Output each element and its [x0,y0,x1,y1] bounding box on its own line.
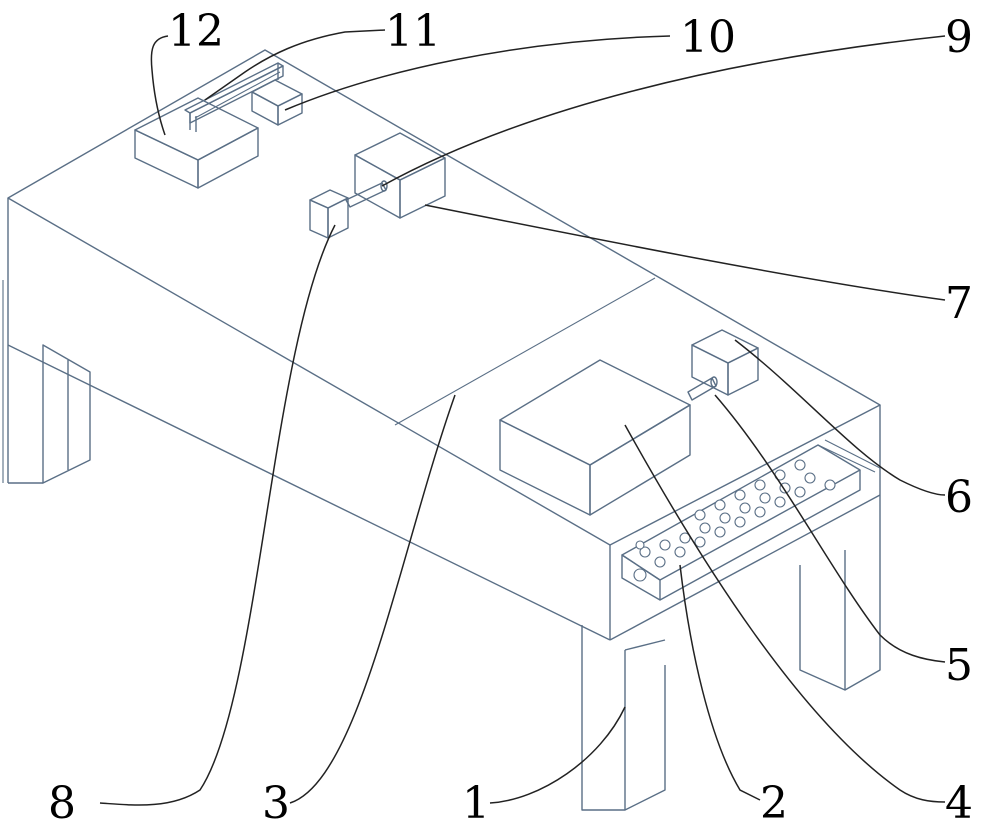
label-12: 12 [168,6,224,57]
workbench [2,49,881,641]
label-4: 4 [945,778,973,829]
table-legs [8,344,881,811]
leader-lines [99,29,946,806]
connector-rod [345,180,388,208]
label-1: 1 [462,778,490,829]
base-block [134,97,259,189]
perforated-tray [621,439,881,601]
motor-box [691,329,759,396]
label-6: 6 [945,472,973,523]
large-box [499,359,691,516]
label-2: 2 [760,778,788,829]
label-11: 11 [385,6,441,57]
label-3: 3 [262,778,290,829]
mid-box [354,132,446,219]
shaft [687,376,718,401]
small-box [309,189,349,239]
label-5: 5 [945,640,973,691]
label-8: 8 [48,778,76,829]
label-7: 7 [945,278,973,329]
tray-holes [633,459,836,582]
label-9: 9 [945,12,973,63]
label-10: 10 [680,12,736,63]
rail-assembly [184,62,284,132]
small-top-box [251,79,303,126]
